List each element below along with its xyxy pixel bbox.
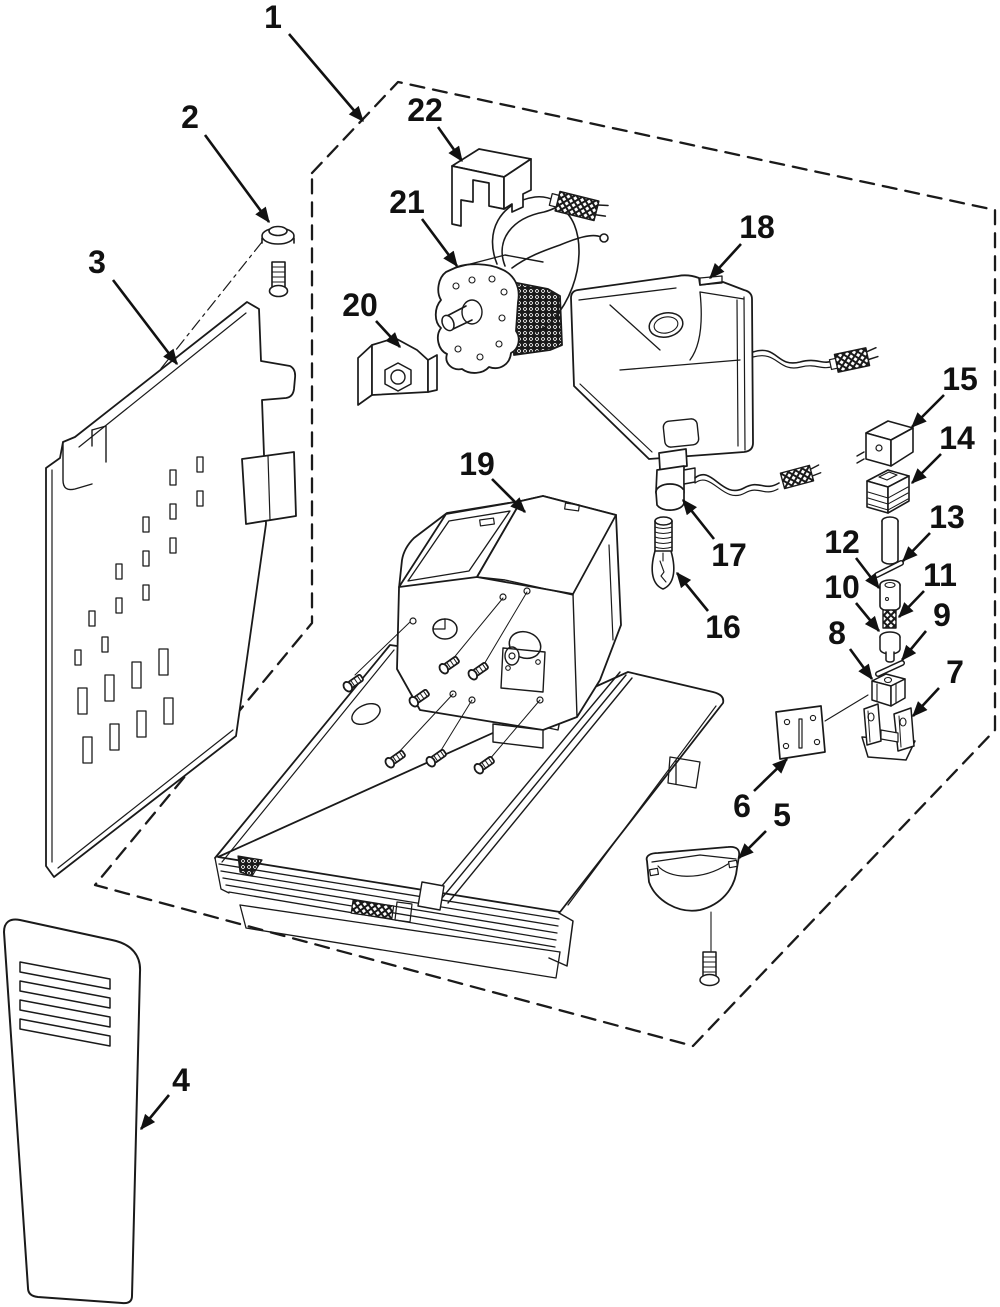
callout-label-3: 3	[88, 244, 106, 280]
callout-arrow-20	[375, 320, 401, 348]
callout-arrow-11	[898, 590, 925, 618]
callout-label-4: 4	[172, 1062, 190, 1098]
callout-label-2: 2	[181, 99, 199, 135]
callout-arrow-3	[111, 279, 179, 366]
plate-part6	[775, 694, 869, 760]
callout-arrow-10	[854, 602, 881, 633]
callout-arrow-6	[753, 758, 788, 792]
housing-part19	[340, 495, 622, 777]
callout-arrow-21	[420, 218, 459, 268]
callout-arrow-7	[912, 687, 940, 717]
callout-label-12: 12	[824, 524, 860, 560]
solenoid-part15	[856, 420, 914, 467]
callout-label-10: 10	[824, 569, 860, 605]
callout-arrow-12	[854, 557, 881, 590]
callout-arrow-2	[203, 134, 271, 224]
callout-label-5: 5	[773, 797, 791, 833]
tube-part13	[874, 516, 904, 578]
callout-label-16: 16	[705, 609, 741, 645]
callout-label-21: 21	[389, 184, 425, 220]
callout-arrow-16	[675, 571, 710, 612]
callout-arrow-1	[288, 33, 364, 122]
plunger-part10	[879, 631, 901, 663]
clip-part8	[871, 673, 906, 707]
bracket-part20	[357, 337, 438, 406]
callout-arrow-5	[738, 830, 767, 859]
cylinder-part12	[879, 579, 901, 612]
callout-label-18: 18	[739, 209, 775, 245]
callout-arrow-19	[491, 478, 526, 513]
tray-part5	[645, 845, 741, 987]
callout-label-11: 11	[923, 557, 957, 593]
container-part18	[570, 274, 879, 460]
callout-arrow-13	[902, 532, 931, 562]
callout-arrow-17	[681, 498, 716, 540]
bracket-part7	[861, 703, 916, 761]
base-deck	[214, 644, 725, 979]
callout-arrow-14	[911, 453, 942, 484]
callout-label-19: 19	[459, 446, 495, 482]
callout-arrow-9	[900, 630, 928, 662]
callout-arrow-15	[911, 394, 945, 428]
callout-label-22: 22	[407, 92, 443, 128]
callout-arrow-18	[709, 243, 742, 279]
callout-label-15: 15	[942, 361, 978, 397]
callout-label-8: 8	[828, 615, 846, 651]
spring-part11	[882, 609, 897, 629]
coil-block-part14	[866, 469, 910, 514]
bulb-part16	[651, 516, 675, 590]
back-panel-part3	[45, 301, 297, 878]
motor-cover-part22	[451, 148, 532, 227]
callout-label-1: 1	[264, 0, 282, 35]
callout-label-7: 7	[946, 654, 964, 690]
callout-arrow-8	[848, 648, 874, 681]
front-cover-part4	[3, 918, 142, 1305]
callout-arrow-22	[436, 126, 464, 163]
callout-label-20: 20	[342, 287, 378, 323]
lamp-socket-part17	[655, 448, 822, 511]
callout-label-6: 6	[733, 788, 751, 824]
callout-arrow-4	[139, 1094, 171, 1131]
pin-part9	[875, 660, 905, 677]
callout-label-14: 14	[939, 420, 975, 456]
callout-label-17: 17	[711, 537, 747, 573]
enclosure-boundary-part1	[93, 80, 997, 1048]
motor-part21	[434, 190, 609, 374]
callout-label-13: 13	[929, 499, 965, 535]
callout-label-9: 9	[933, 597, 951, 633]
